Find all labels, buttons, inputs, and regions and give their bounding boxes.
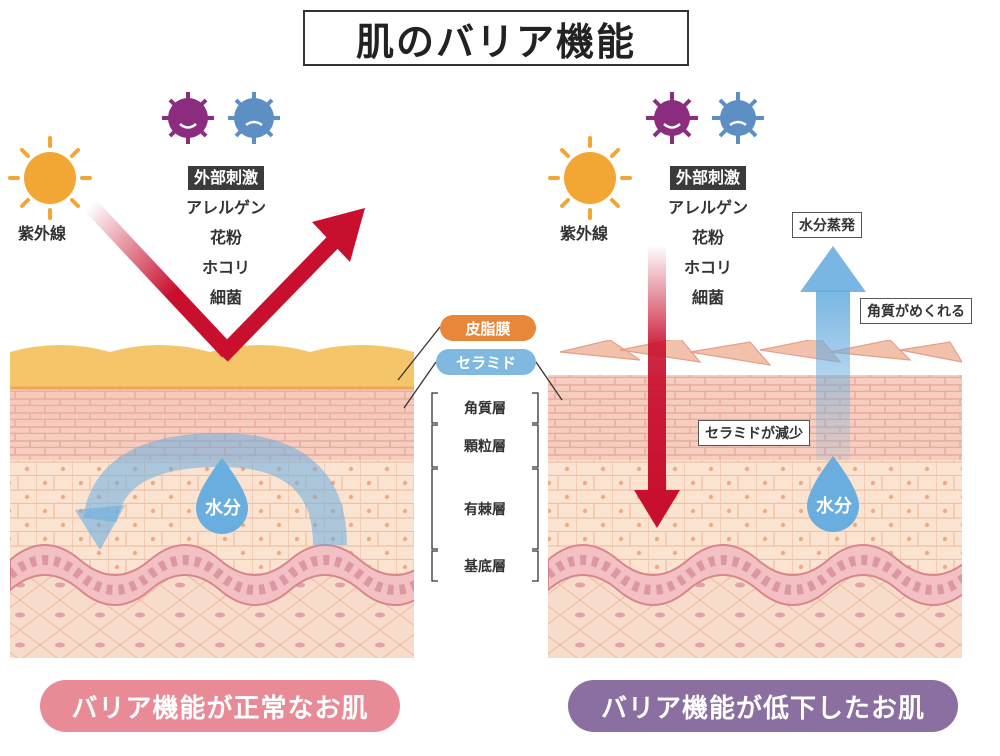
uv-penetrate-arrow: [634, 245, 680, 528]
uv-label: 紫外線: [18, 224, 67, 243]
external-stimuli-heading-right: 外部刺激: [669, 166, 746, 190]
virus-purple-icon: [162, 92, 214, 144]
external-stimuli-list: 外部刺激 アレルゲン 花粉 ホコリ 細菌: [166, 163, 286, 313]
layer-spinous: 有棘層: [464, 502, 506, 518]
external-stimuli-heading: 外部刺激: [187, 166, 264, 190]
healthy-skin-block: [10, 345, 414, 658]
caption-damaged: バリア機能が低下したお肌: [568, 680, 958, 732]
stimulus-item: 花粉: [691, 228, 724, 247]
damaged-skin-block: [548, 340, 962, 658]
stimulus-item: 花粉: [209, 228, 242, 247]
water-drop-icon: [196, 458, 248, 534]
layer-basal: 基底層: [464, 559, 506, 575]
layer-brackets: [397, 326, 563, 582]
ceramide-loss-label: セラミドが減少: [698, 420, 810, 446]
moisture-label: 水分: [205, 498, 241, 519]
sun-icon: [8, 136, 92, 220]
virus-purple-icon-right: [646, 92, 698, 144]
water-drop-icon-right: [807, 456, 859, 532]
stimulus-item: アレルゲン: [185, 198, 266, 217]
uv-label-right: 紫外線: [560, 224, 609, 243]
stimulus-item: 細菌: [691, 288, 724, 307]
stimulus-item: 細菌: [209, 288, 242, 307]
evaporation-arrow: [800, 246, 866, 460]
peeling-label: 角質がめくれる: [860, 298, 972, 324]
uv-reflect-arrow: [84, 199, 365, 362]
page-title: 肌のバリア機能: [303, 10, 689, 66]
virus-blue-icon: [228, 92, 280, 144]
layer-stratum-corneum: 角質層: [464, 401, 506, 417]
sebum-pill: 皮脂膜: [440, 315, 536, 341]
sun-icon-right: [548, 136, 632, 220]
virus-blue-icon-right: [712, 92, 764, 144]
layer-granular: 顆粒層: [464, 439, 506, 455]
stimulus-item: ホコリ: [201, 258, 250, 277]
external-stimuli-list-right: 外部刺激 アレルゲン 花粉 ホコリ 細菌: [648, 163, 768, 313]
stimulus-item: アレルゲン: [667, 198, 748, 217]
ceramide-pill: セラミド: [436, 349, 536, 375]
moisture-label-right: 水分: [816, 496, 852, 517]
caption-healthy: バリア機能が正常なお肌: [40, 680, 400, 732]
evaporation-label: 水分蒸発: [792, 212, 862, 238]
stimulus-item: ホコリ: [683, 258, 732, 277]
